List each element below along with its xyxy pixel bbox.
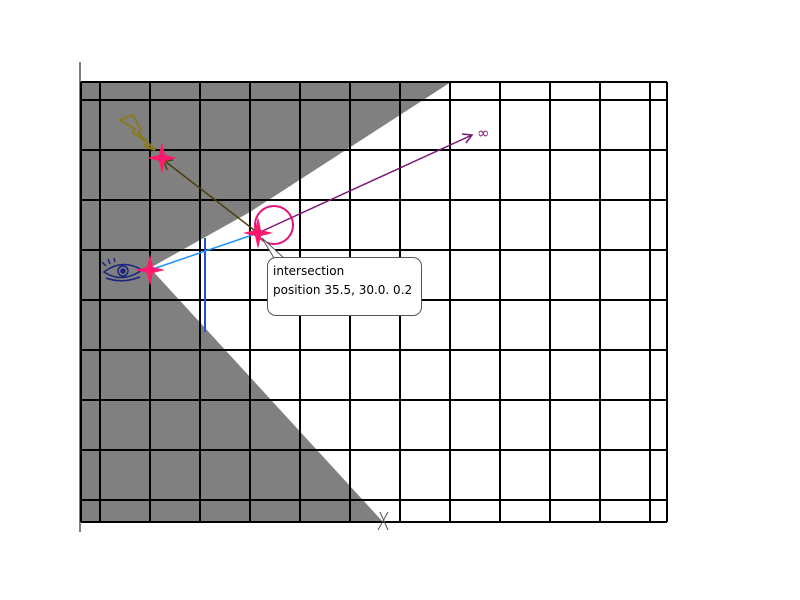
star-marker-light [147, 142, 177, 174]
tooltip-position: position 35.5, 30.0. 0.2 [273, 281, 416, 300]
infinity-icon: ∞ [477, 124, 490, 142]
shadow-regions [81, 82, 451, 522]
tooltip-position-value: 35.5, 30.0. 0.2 [324, 283, 413, 297]
shadow-lower [81, 268, 383, 522]
intersection-tooltip: intersection position 35.5, 30.0. 0.2 [267, 257, 422, 316]
tooltip-position-label: position [273, 283, 321, 297]
shadow-upper [81, 82, 451, 268]
star-marker-eye [135, 254, 165, 286]
grid [80, 81, 668, 523]
reflected-ray [257, 133, 474, 234]
lightning-icon [117, 113, 156, 151]
eye-ray [149, 232, 259, 271]
corner-mark [377, 511, 389, 531]
tooltip-title: intersection [273, 264, 345, 278]
star-marker-intersection [243, 217, 273, 249]
